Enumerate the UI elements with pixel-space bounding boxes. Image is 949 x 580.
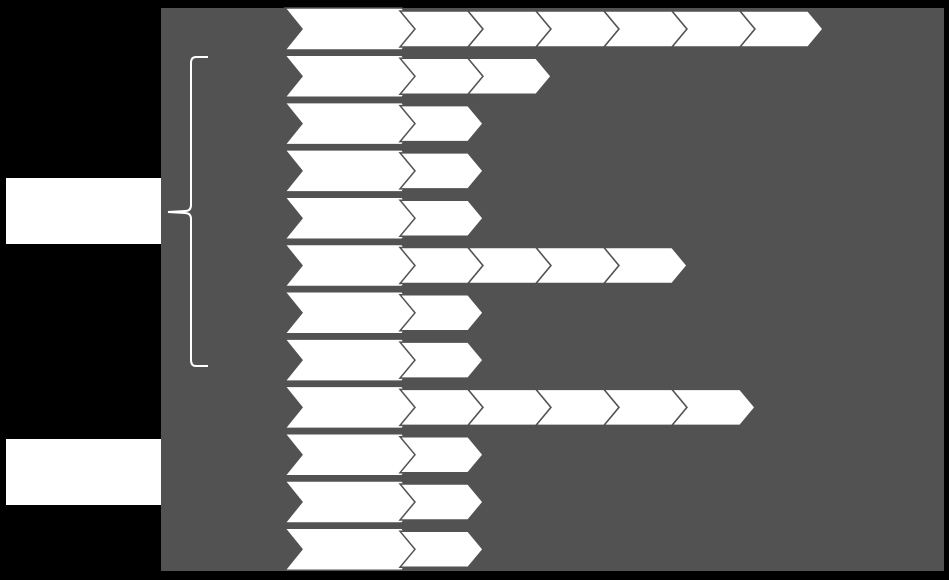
lead-chevron xyxy=(283,527,418,572)
lead-chevron xyxy=(283,196,418,240)
lead-chevron xyxy=(283,385,418,430)
curly-bracket xyxy=(167,56,208,367)
step-chevron xyxy=(602,246,688,285)
step-chevron xyxy=(398,341,484,379)
process-row xyxy=(283,291,484,335)
step-chevron xyxy=(398,435,484,474)
step-chevron xyxy=(398,530,484,569)
lead-chevron xyxy=(283,54,418,99)
step-chevron xyxy=(670,388,756,427)
step-chevron xyxy=(398,294,484,332)
step-chevron xyxy=(398,152,484,190)
step-chevron xyxy=(466,57,552,96)
content-panel xyxy=(161,8,944,571)
process-row xyxy=(283,7,824,51)
step-chevron xyxy=(398,199,484,237)
lead-chevron xyxy=(283,432,418,477)
process-row xyxy=(283,527,484,572)
process-row xyxy=(283,54,552,99)
lead-chevron xyxy=(283,338,418,382)
lead-chevron xyxy=(283,101,418,146)
step-chevron xyxy=(398,104,484,143)
step-chevron xyxy=(398,483,484,521)
process-row xyxy=(283,243,688,288)
lead-chevron xyxy=(283,7,418,51)
process-row xyxy=(283,480,484,524)
process-row xyxy=(283,432,484,477)
lead-chevron xyxy=(283,291,418,335)
process-row xyxy=(283,101,484,146)
process-row xyxy=(283,196,484,240)
side-label-box-lower xyxy=(6,439,161,505)
step-chevron xyxy=(738,10,824,48)
lead-chevron xyxy=(283,243,418,288)
lead-chevron xyxy=(283,149,418,193)
process-row xyxy=(283,149,484,193)
side-label-box-upper xyxy=(6,178,161,244)
lead-chevron xyxy=(283,480,418,524)
process-row xyxy=(283,338,484,382)
process-row xyxy=(283,385,756,430)
